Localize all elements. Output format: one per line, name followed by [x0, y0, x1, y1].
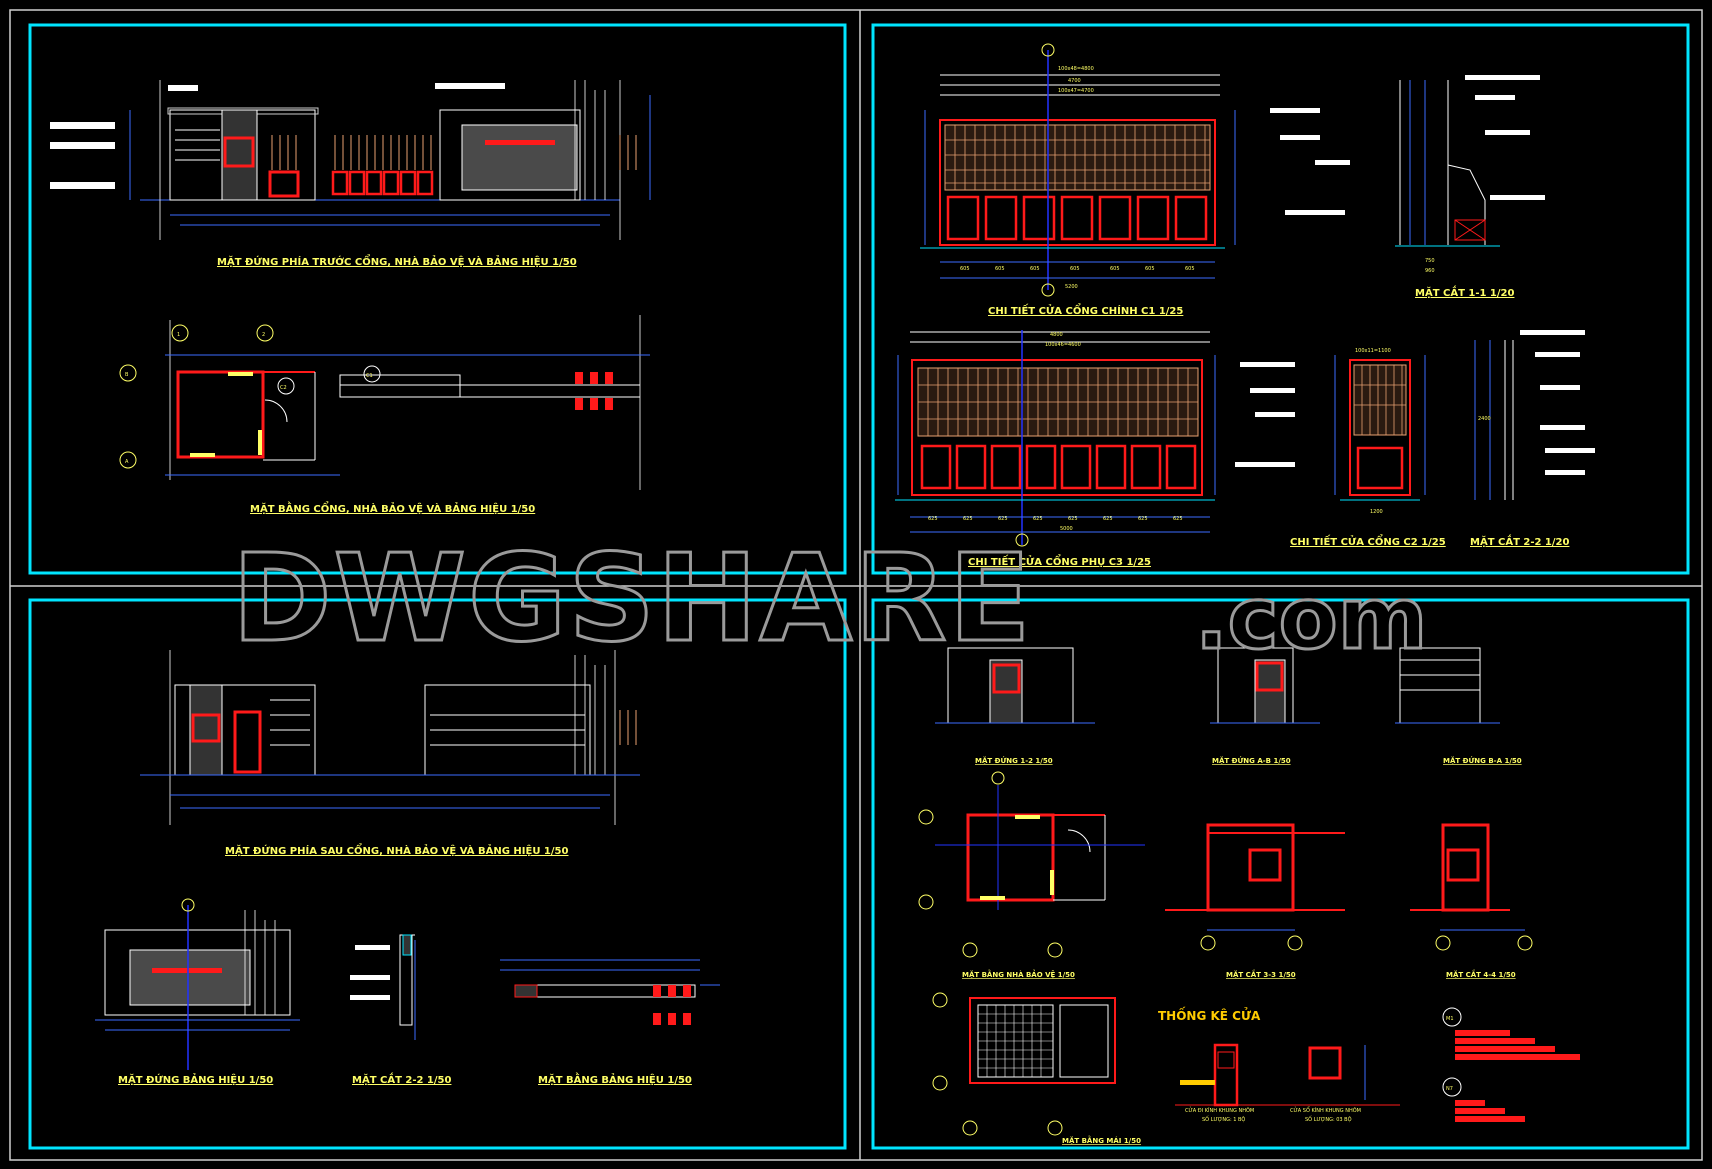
svg-text:2: 2 [262, 332, 265, 338]
window-s1-caption: CỬA SỔ KÍNH KHUNG NHÔM [1290, 1106, 1361, 1114]
label-section-11: MẶT CẮT 1-1 1/20 [1415, 284, 1514, 299]
sheet-frame-top-left [28, 23, 847, 575]
svg-text:4700: 4700 [1068, 78, 1081, 84]
outer-border [9, 9, 1703, 1161]
svg-text:100x48=4800: 100x48=4800 [1058, 66, 1094, 72]
sign-plan-drawing [500, 959, 720, 1025]
svg-text:625: 625 [1068, 516, 1078, 522]
roof-plan-drawing [932, 992, 1116, 1136]
svg-text:625: 625 [928, 516, 938, 522]
svg-text:5200: 5200 [1065, 284, 1078, 290]
svg-text:750: 750 [1425, 258, 1435, 264]
label-section-44: MẶT CẮT 4-4 1/50 [1446, 969, 1516, 979]
door-d1-caption: CỬA ĐI KÍNH KHUNG NHÔM [1185, 1106, 1254, 1114]
legend-bars-drawing: M1 N7 [1442, 1007, 1580, 1122]
side-gate-c3-dims: 4800 100x46=4600 5000 625 625 625 625 62… [928, 332, 1183, 532]
svg-text:605: 605 [1030, 266, 1040, 272]
label-gate-plan: MẶT BẰNG CỔNG, NHÀ BẢO VỆ VÀ BẢNG HIỆU 1… [250, 500, 535, 515]
svg-text:N7: N7 [1446, 1086, 1453, 1092]
main-gate-c1-drawing [920, 43, 1350, 297]
rear-elevation-drawing [140, 650, 640, 825]
svg-text:100x46=4600: 100x46=4600 [1045, 342, 1081, 348]
side-gate-c2-drawing: 100x11=1100 1200 [1334, 348, 1426, 515]
svg-text:605: 605 [1110, 266, 1120, 272]
section-11-drawing: 750 960 [1395, 75, 1545, 274]
svg-text:1200: 1200 [1370, 509, 1383, 515]
door-schedule-title: THỐNG KÊ CỬA [1158, 1006, 1261, 1023]
front-elevation-drawing [50, 80, 651, 240]
svg-text:605: 605 [960, 266, 970, 272]
window-s1-qty: SỐ LƯỢNG: 03 BỘ [1305, 1115, 1352, 1123]
svg-text:B: B [125, 372, 129, 378]
svg-text:625: 625 [1173, 516, 1183, 522]
label-elev-12: MẶT ĐỨNG 1-2 1/50 [975, 756, 1053, 765]
label-section-33: MẶT CẮT 3-3 1/50 [1226, 969, 1296, 979]
svg-text:625: 625 [1103, 516, 1113, 522]
svg-text:1: 1 [177, 332, 180, 338]
label-side-gate-c2: CHI TIẾT CỬA CỔNG C2 1/25 [1290, 533, 1446, 548]
gate-plan-axes: 1 2 B A C2 C1 [119, 324, 381, 469]
svg-text:C1: C1 [366, 373, 373, 379]
elevations-row-drawing [935, 647, 1500, 724]
svg-text:2400: 2400 [1478, 416, 1491, 422]
sign-elevation-drawing [95, 898, 300, 1070]
svg-text:C2: C2 [280, 385, 287, 391]
watermark-suffix: .com [1195, 569, 1427, 669]
label-main-gate-detail: CHI TIẾT CỬA CỔNG CHÍNH C1 1/25 [988, 302, 1183, 317]
svg-text:5000: 5000 [1060, 526, 1073, 532]
label-sign-elevation: MẶT ĐỨNG BẢNG HIỆU 1/50 [118, 1072, 273, 1086]
label-sign-plan: MẶT BẰNG BẢNG HIỆU 1/50 [538, 1071, 692, 1086]
sections-33-44-drawing [1165, 823, 1533, 951]
label-small-section-22: MẶT CẮT 2-2 1/50 [352, 1071, 451, 1086]
label-elev-ba: MẶT ĐỨNG B-A 1/50 [1443, 756, 1522, 765]
label-rear-elevation: MẶT ĐỨNG PHÍA SAU CỔNG, NHÀ BẢO VỆ VÀ BẢ… [225, 842, 569, 857]
sheet-frame-bottom-left [28, 598, 847, 1150]
door-d1-qty: SỐ LƯỢNG: 1 BỘ [1202, 1115, 1245, 1123]
section-22-drawing: 2400 [1474, 330, 1595, 500]
door-schedule-drawing [1175, 1043, 1400, 1107]
side-gate-c3-drawing [895, 330, 1295, 547]
label-roof-plan: MẶT BẰNG MÁI 1/50 [1062, 1135, 1141, 1145]
svg-text:625: 625 [963, 516, 973, 522]
main-gate-c1-dims: 100x48=4800 4700 100x47=4700 5200 605 60… [960, 66, 1195, 290]
svg-text:605: 605 [995, 266, 1005, 272]
svg-text:605: 605 [1185, 266, 1195, 272]
svg-text:625: 625 [1138, 516, 1148, 522]
svg-text:M1: M1 [1446, 1016, 1454, 1022]
sheet-frame-bottom-right [871, 598, 1690, 1150]
label-front-elevation: MẶT ĐỨNG PHÍA TRƯỚC CỔNG, NHÀ BẢO VỆ VÀ … [217, 253, 577, 268]
label-side-gate-c3: CHI TIẾT CỬA CỔNG PHỤ C3 1/25 [968, 553, 1151, 568]
small-section-22-drawing [350, 934, 416, 1040]
svg-text:625: 625 [1033, 516, 1043, 522]
label-guard-plan: MẶT BẰNG NHÀ BẢO VỆ 1/50 [962, 969, 1075, 979]
svg-text:625: 625 [998, 516, 1008, 522]
svg-text:100x11=1100: 100x11=1100 [1355, 348, 1391, 354]
gate-plan-drawing [165, 315, 650, 490]
label-section-22: MẶT CẮT 2-2 1/20 [1470, 533, 1569, 548]
svg-text:A: A [125, 459, 129, 465]
guard-plan-drawing [918, 771, 1145, 958]
watermark-main: DWGSHARE [232, 530, 1033, 669]
svg-text:4800: 4800 [1050, 332, 1063, 338]
label-elev-ab: MẶT ĐỨNG A-B 1/50 [1212, 756, 1291, 765]
sheet-frame-top-right [871, 23, 1690, 575]
svg-text:605: 605 [1145, 266, 1155, 272]
svg-text:100x47=4700: 100x47=4700 [1058, 88, 1094, 94]
svg-text:605: 605 [1070, 266, 1080, 272]
svg-text:960: 960 [1425, 268, 1435, 274]
